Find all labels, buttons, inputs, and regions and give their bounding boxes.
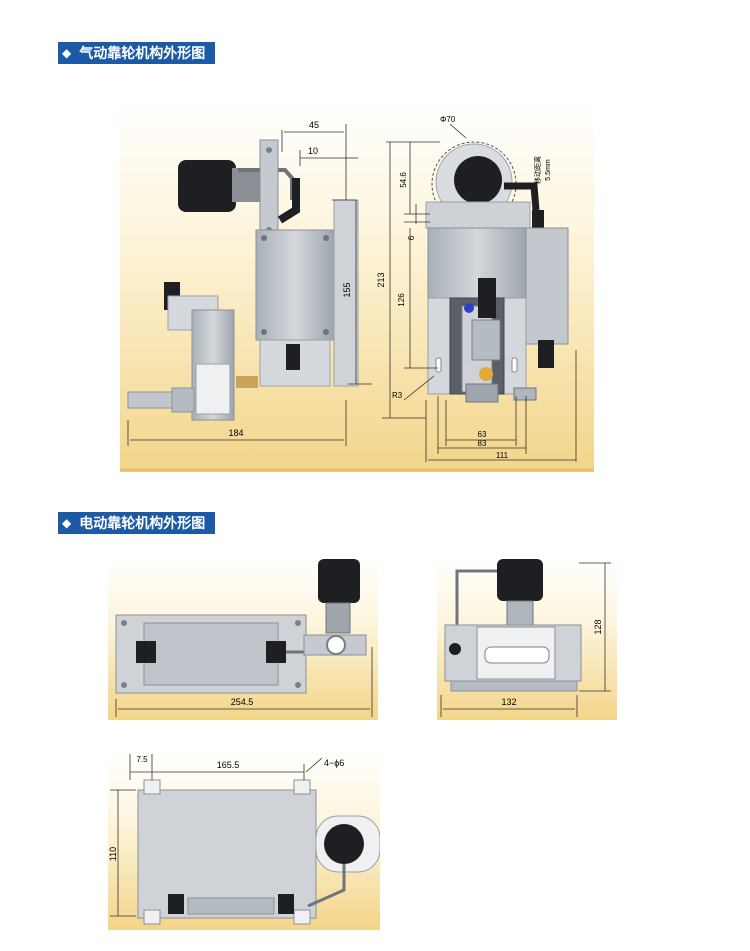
front-housing bbox=[427, 227, 527, 299]
dim-128: 128 bbox=[593, 619, 603, 634]
section-header-electric: ◆ 电动靠轮机构外形图 bbox=[58, 512, 216, 534]
dim-7-5: 7.5 bbox=[136, 755, 148, 764]
electric-front-view: 128 132 bbox=[437, 557, 617, 720]
pneumatic-front-view bbox=[425, 141, 569, 403]
dim-254-5: 254.5 bbox=[231, 697, 254, 707]
dim-83: 83 bbox=[478, 439, 487, 448]
wheel-motor bbox=[454, 156, 502, 204]
dim-155: 155 bbox=[342, 282, 352, 297]
indicator-dot bbox=[464, 303, 474, 313]
top-body bbox=[137, 789, 317, 919]
electric-motor bbox=[318, 559, 360, 603]
dim-110: 110 bbox=[108, 847, 118, 861]
dim-10: 10 bbox=[308, 146, 318, 156]
diamond-bullet-icon: ◆ bbox=[62, 516, 72, 530]
section-title-electric: 电动靠轮机构外形图 bbox=[79, 516, 206, 532]
electric-side-view: 254.5 bbox=[108, 557, 378, 720]
dim-holes: 4−ϕ6 bbox=[324, 758, 344, 768]
front-motor bbox=[497, 559, 543, 601]
dim-213: 213 bbox=[376, 272, 386, 287]
dim-r3: R3 bbox=[392, 391, 403, 400]
diamond-bullet-icon: ◆ bbox=[62, 46, 72, 60]
dim-111: 111 bbox=[496, 451, 509, 460]
dim-travel-label: 移动距离 bbox=[533, 156, 542, 184]
valve-housing bbox=[255, 229, 335, 341]
pneumatic-drawing: 45 10 155 184 bbox=[120, 100, 594, 472]
motor-body bbox=[178, 160, 236, 212]
dim-6: 6 bbox=[407, 235, 416, 240]
section-header-pneumatic: ◆ 气动靠轮机构外形图 bbox=[58, 42, 216, 64]
dim-45: 45 bbox=[309, 120, 319, 130]
fitting-brass bbox=[479, 367, 493, 381]
section-title-pneumatic: 气动靠轮机构外形图 bbox=[79, 46, 206, 62]
dim-travel-mm: 5.5mm bbox=[545, 159, 552, 181]
top-motor bbox=[324, 824, 364, 864]
dim-63: 63 bbox=[478, 430, 487, 439]
dim-54-6: 54.6 bbox=[399, 172, 408, 188]
pneumatic-side-view bbox=[127, 139, 359, 421]
electric-top-view: 7.5 165.5 4−ϕ6 110 bbox=[108, 750, 380, 930]
dim-132: 132 bbox=[501, 697, 516, 707]
dim-126: 126 bbox=[397, 293, 406, 307]
dim-165-5: 165.5 bbox=[217, 760, 240, 770]
dim-phi70: Φ70 bbox=[440, 115, 456, 124]
dim-184: 184 bbox=[228, 428, 243, 438]
